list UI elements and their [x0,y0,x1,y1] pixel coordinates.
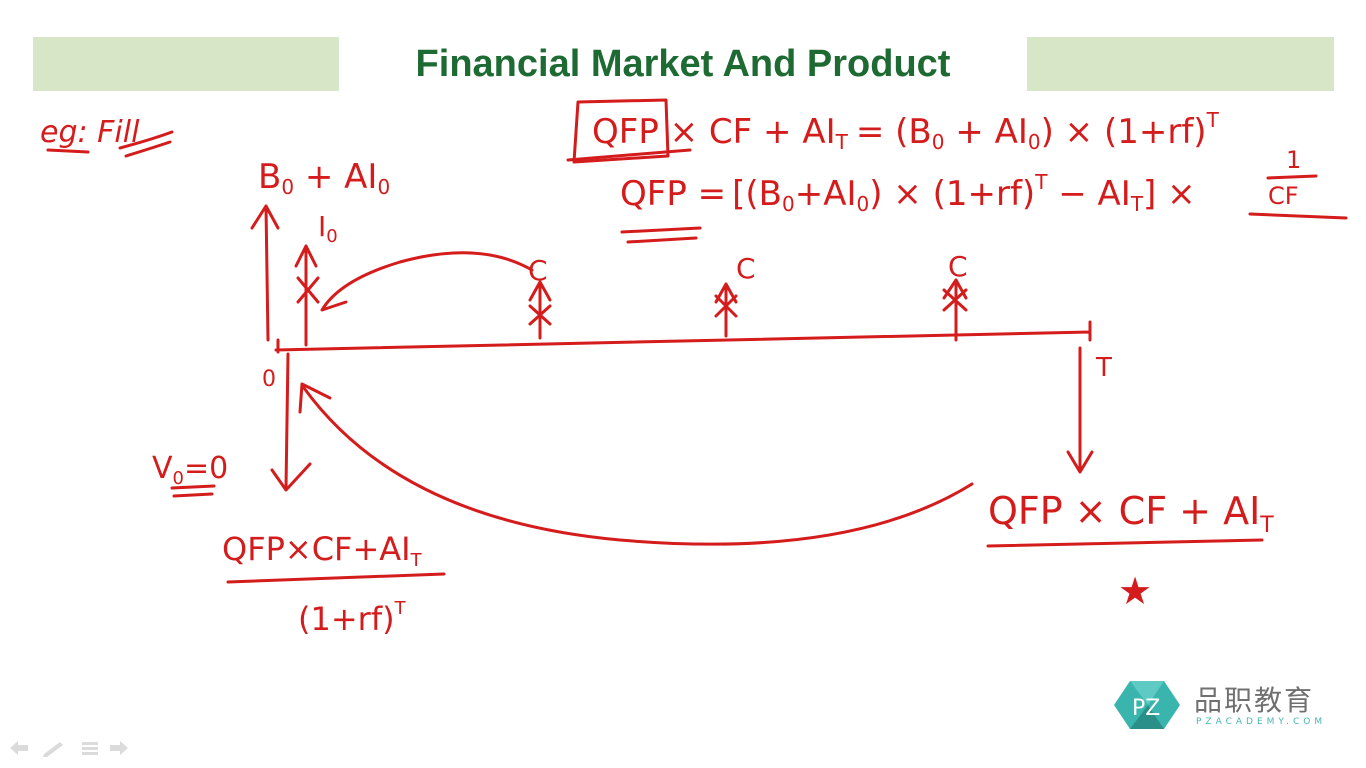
i0-up-arrow [294,244,318,347]
slide-nav-icons [10,741,128,757]
v0-double-underline [170,484,216,498]
b0-text: B [258,157,281,197]
coupon-arrow-2 [714,282,738,338]
tt-down-arrow [1066,346,1094,474]
qfp-formula: QFP =[(B0+AI0) × (1+rf)T − AIT] × [620,170,1196,216]
eg-note: eg: Fill [40,115,140,150]
t-payoff-sub: T [1259,513,1274,538]
qfp-formula-lhs: QFP = [620,174,726,214]
i0-sub: 0 [326,226,337,247]
top-formula-rhs-b-sub: 0 [932,130,945,154]
v0-text: V [152,451,173,486]
qfp-formula-b-sub: 0 [782,192,795,216]
coupon-arrow-3 [942,278,968,342]
t-payoff: QFP × CF + AIT [988,489,1274,538]
coupon-return-arc [320,251,534,312]
v0-label: V0=0 [152,451,228,489]
qfp-formula-exp: T [1034,170,1048,194]
qfp-formula-end: − AI [1047,174,1130,214]
slide-title: Financial Market And Product [415,43,951,85]
qfp-highlight-box [572,98,670,164]
top-formula-rhs: = (B [856,112,932,152]
timeline [274,320,1092,354]
b0-ai-sub: 0 [377,175,390,199]
pv-numerator: QFP×CF+AIT [222,530,423,571]
star-icon: ★ [1118,569,1152,613]
pen-icon[interactable] [43,742,63,757]
t-payoff-underline [986,538,1264,548]
b0-ai0-label: B0 + AI0 [258,157,390,199]
menu-icon[interactable] [82,742,98,755]
top-formula-lhs-sub: T [835,130,849,154]
i0-cross-mark [296,276,320,304]
b0-up-arrow [250,204,280,342]
back-arrow-icon[interactable] [10,741,28,755]
slide-nav-controls [6,738,136,758]
qfp-fraction-den: CF [1268,182,1299,210]
t-payoff-text: QFP × CF + AI [988,489,1260,533]
top-formula-rhs-end: ) × (1+rf) [1041,112,1207,152]
pz-logo-icon: PZ [1114,681,1180,729]
coupon-label-1: C [528,254,548,287]
i0-label: I0 [318,210,338,247]
qfp-formula-end-sub: T [1130,192,1144,216]
pv-denominator: (1+rf)T [298,598,407,638]
top-formula-lhs: QFP × CF + AI [592,112,836,152]
qfp-fraction-num: 1 [1286,146,1301,174]
logo-letters: PZ [1132,696,1160,721]
top-formula: QFP × CF + AIT= (B0 + AI0) × (1+rf)T [592,108,1220,154]
qfp-box-underline [566,148,692,162]
logo-facet-top [1130,681,1164,705]
time-t-label: T [1095,353,1112,383]
v0-sub: 0 [173,468,184,489]
discount-arc [298,382,974,546]
coupon-arrow-1 [528,280,552,340]
top-formula-rhs-ai-sub: 0 [1028,130,1041,154]
top-formula-rhs-exp: T [1206,108,1220,132]
time-zero-label: 0 [262,367,276,392]
qfp-double-underline [620,226,702,244]
qfp-fraction-bar [1266,174,1318,180]
pv-fraction-bar [226,572,446,584]
pv-numerator-sub: T [410,550,423,571]
eg-note-underline [46,130,174,158]
qfp-fraction-underline [1248,212,1348,220]
header-band-right [1027,37,1334,91]
qfp-formula-mid2: ) × (1+rf) [869,174,1035,214]
pv-numerator-text: QFP×CF+AI [222,530,411,568]
brand-website: PZACADEMY.COM [1196,717,1327,727]
qfp-formula-body: [(B [732,174,782,214]
qfp-formula-close: ] × [1143,174,1196,214]
logo-hexagon [1114,681,1180,729]
pv-denominator-exp: T [394,598,407,619]
qfp-formula-ai-sub: 0 [857,192,870,216]
pv-denominator-text: (1+rf) [298,600,395,638]
v0-eq: =0 [184,451,228,486]
logo-facet-bottom [1130,705,1164,729]
header-band-left [33,37,339,91]
b0-sub: 0 [281,175,294,199]
i0-text: I [318,210,326,243]
top-formula-rhs-mid: + AI [944,112,1027,152]
qfp-formula-mid: +AI [795,174,857,214]
coupon-label-2: C [736,252,756,285]
brand-logo: PZ 品职教育 PZACADEMY.COM [1108,675,1348,735]
forward-arrow-icon[interactable] [110,741,128,755]
b0-plus-ai: + AI [294,157,377,197]
coupon-label-3: C [948,250,968,283]
t0-down-arrow [270,352,312,492]
brand-name: 品职教育 [1194,684,1315,717]
